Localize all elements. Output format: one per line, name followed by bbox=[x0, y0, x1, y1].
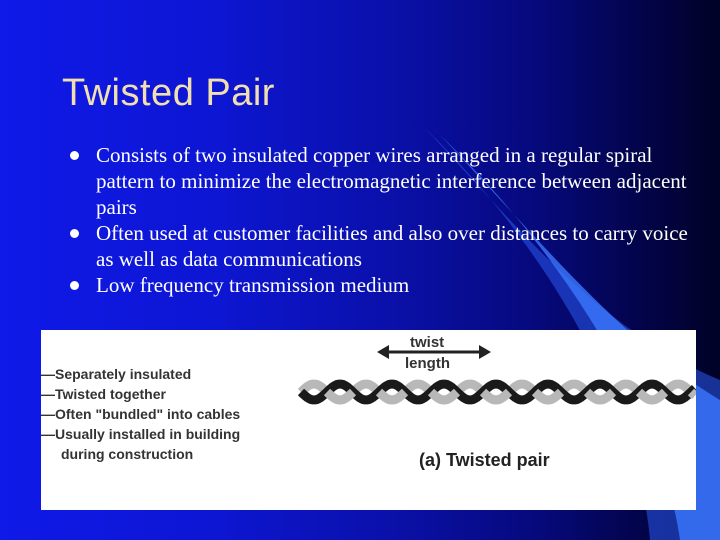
bullet-item: Often used at customer facilities and al… bbox=[70, 220, 690, 272]
wire-light-over-segment bbox=[531, 388, 565, 405]
wire-light-over-segment bbox=[479, 388, 513, 405]
wire-dark bbox=[297, 379, 696, 405]
figure-note: —Often "bundled" into cables bbox=[41, 406, 241, 422]
wire-light-over-segment bbox=[687, 388, 696, 400]
slide-title: Twisted Pair bbox=[62, 72, 275, 114]
bullet-icon bbox=[70, 281, 79, 290]
twisted-pair-figure: —Separately insulated —Twisted together … bbox=[41, 330, 696, 510]
figure-note: during construction bbox=[61, 446, 194, 462]
length-label: length bbox=[405, 355, 450, 372]
wire-pair bbox=[297, 379, 696, 405]
wire-light-over-segment bbox=[323, 388, 357, 405]
arrow-right-head bbox=[479, 345, 491, 359]
bullet-text: Consists of two insulated copper wires a… bbox=[96, 143, 687, 219]
wire-light-over-segment bbox=[375, 388, 409, 405]
bullet-text: Low frequency transmission medium bbox=[96, 273, 410, 297]
bullet-item: Low frequency transmission medium bbox=[70, 272, 690, 298]
bullet-item: Consists of two insulated copper wires a… bbox=[70, 142, 690, 220]
figure-note: —Usually installed in building bbox=[41, 426, 241, 442]
bullet-text: Often used at customer facilities and al… bbox=[96, 221, 688, 271]
bullet-icon bbox=[70, 229, 79, 238]
twisted-wires-drawing bbox=[297, 345, 696, 405]
wire-light-over-segment bbox=[427, 388, 461, 405]
figure-caption: (a) Twisted pair bbox=[419, 450, 550, 470]
arrow-left-head bbox=[377, 345, 389, 359]
wire-light-over-segment bbox=[583, 388, 617, 405]
wire-light-over-segment bbox=[635, 388, 669, 405]
bullet-icon bbox=[70, 151, 79, 160]
figure-note: —Twisted together bbox=[41, 386, 166, 402]
twist-label: twist bbox=[410, 334, 445, 351]
figure-note: —Separately insulated bbox=[41, 366, 192, 382]
bullet-list: Consists of two insulated copper wires a… bbox=[70, 142, 690, 298]
